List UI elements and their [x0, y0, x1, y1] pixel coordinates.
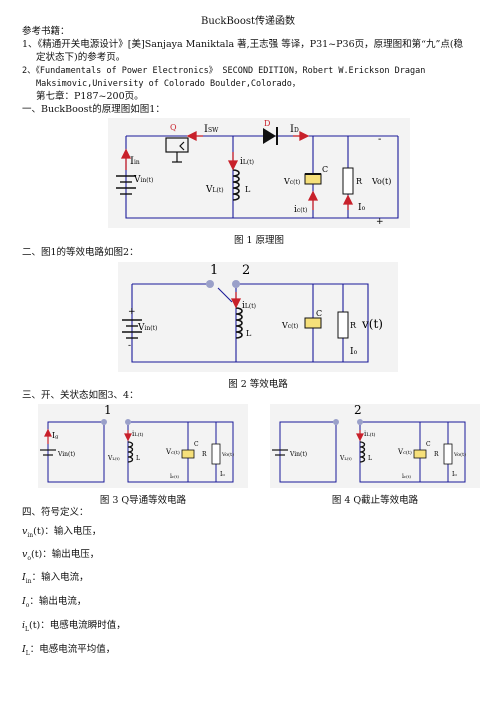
- fig4-io: Io: [452, 471, 457, 478]
- reference-1: 1、《精通开关电源设计》[美]Sanjaya Maniktala 著,王志强 等…: [22, 39, 464, 50]
- fig2-vt: v(t): [361, 317, 383, 331]
- fig3-vl: VL(t): [107, 455, 120, 462]
- figure-2-caption: 图 2 等效电路: [228, 379, 288, 390]
- fig3-vin: Vin(t): [57, 451, 75, 458]
- reference-2-cont: Maksimovic,University of Colorado Boulde…: [36, 79, 301, 89]
- section-2-heading: 二、图1的等效电路如图2：: [22, 247, 139, 258]
- definition-iin: Iin：输入电流，: [22, 572, 89, 585]
- fig3-node: 1: [104, 404, 112, 417]
- fig2-minus: -: [128, 341, 131, 351]
- label-vin: Vin(t): [133, 175, 153, 185]
- label-vc: Vc(t): [283, 177, 300, 186]
- fig3-ig: Ig: [52, 431, 59, 440]
- fig3-ic: ic(t): [170, 473, 179, 480]
- fig2-c: C: [316, 309, 322, 318]
- fig3-vc: Vc(t): [165, 448, 180, 456]
- fig4-node: 2: [354, 404, 362, 417]
- node-1-label: 1: [210, 263, 218, 278]
- fig2-l: L: [246, 329, 252, 338]
- fig3-il: iL(t): [132, 430, 144, 438]
- node-2-label: 2: [242, 263, 250, 278]
- fig4-r: R: [434, 451, 439, 458]
- figure-3-caption: 图 3 Q导通等效电路: [99, 495, 187, 506]
- definition-il-average: IL：电感电流平均值，: [22, 644, 116, 657]
- definition-io: Io：输出电流，: [22, 596, 87, 609]
- label-d: D: [264, 119, 270, 128]
- definition-vo: vo(t)：输出电压，: [22, 549, 100, 562]
- label-c: C: [322, 165, 328, 174]
- figure-4-caption: 图 4 Q截止等效电路: [331, 495, 419, 506]
- reference-2-pages: 第七章：P187~200页。: [36, 91, 144, 102]
- label-ic: ic(t): [294, 205, 307, 215]
- label-l: L: [245, 185, 251, 194]
- fig4-vl: VL(t): [339, 455, 352, 462]
- document-title: BuckBoost传递函数: [201, 16, 295, 27]
- figure-1-schematic: Q ISW D ID Iin Vin(t) iL(t) VL(t) L Vc(t…: [108, 118, 410, 228]
- fig2-il: iL(t): [242, 301, 256, 311]
- reference-1-cont: 定状态下)的参考页。: [36, 52, 126, 63]
- definition-il-instant: iL(t)：电感电流瞬时值，: [22, 620, 126, 633]
- figure-3-schematic: 1 Ig Vin(t) iL(t) VL(t) L Vc(t) C ic(t) …: [38, 404, 248, 488]
- fig2-r: R: [350, 321, 357, 330]
- figure-1-caption: 图 1 原理图: [233, 235, 285, 246]
- fig2-vin: Vin(t): [137, 323, 157, 333]
- label-q: Q: [170, 123, 177, 132]
- fig3-r: R: [202, 451, 207, 458]
- fig4-il: iL(t): [364, 430, 376, 438]
- fig3-l: L: [136, 455, 140, 462]
- vo-minus: -: [378, 134, 381, 145]
- section-1-heading: 一、BuckBoost的原理图如图1：: [22, 104, 165, 115]
- figure-2-schematic: 1 2 iL(t) Vin(t) L Vc(t) C R v(t) Io + -: [118, 262, 398, 372]
- label-io: Io: [358, 203, 366, 213]
- fig2-io: Io: [350, 347, 358, 357]
- definition-vin: vin(t)：输入电压，: [22, 526, 102, 539]
- fig4-vc: Vc(t): [397, 448, 412, 456]
- fig3-c: C: [194, 441, 199, 448]
- fig4-ic: ic(t): [402, 473, 411, 480]
- fig2-vc: Vc(t): [281, 321, 298, 330]
- vo-plus: +: [376, 217, 384, 227]
- fig3-vo: Vo(t): [221, 451, 234, 458]
- label-il: iL(t): [240, 157, 254, 167]
- fig4-l: L: [368, 455, 372, 462]
- reference-2: 2、《Fundamentals of Power Electronics》 SE…: [22, 66, 426, 76]
- label-id: ID: [290, 124, 299, 135]
- fig4-c: C: [426, 441, 431, 448]
- references-heading: 参考书籍：: [22, 26, 70, 37]
- fig4-vin: Vin(t): [289, 451, 307, 458]
- label-isw: ISW: [204, 124, 219, 135]
- fig3-io: Io: [220, 471, 225, 478]
- section-3-heading: 三、开、关状态如图3、4：: [22, 390, 139, 401]
- label-vl: VL(t): [205, 185, 224, 195]
- fig4-vo: Vo(t): [453, 451, 466, 458]
- label-iin: Iin: [130, 156, 140, 167]
- label-r: R: [356, 177, 363, 186]
- label-vo: Vo(t): [371, 177, 391, 186]
- section-4-heading: 四、符号定义：: [22, 507, 89, 518]
- figure-4-schematic: 2 Vin(t) iL(t) VL(t) L Vc(t) C ic(t) R V…: [270, 404, 480, 488]
- fig2-plus: +: [128, 307, 136, 317]
